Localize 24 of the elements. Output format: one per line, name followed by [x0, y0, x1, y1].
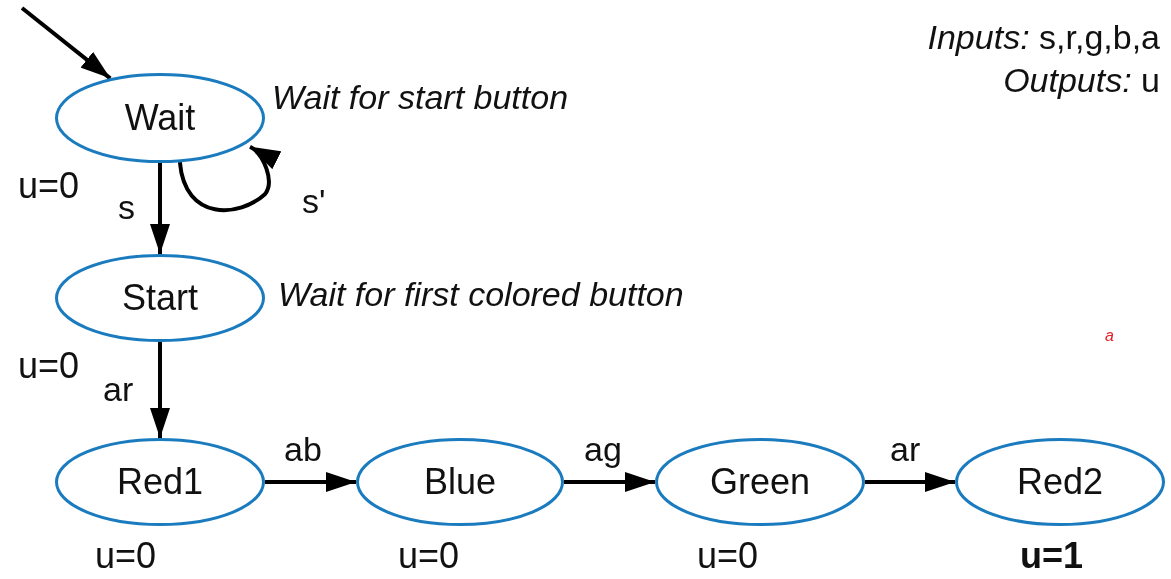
self-loop-arrow: [177, 145, 281, 213]
transition-arrow: [20, 6, 112, 80]
output-value: u=0: [18, 165, 80, 207]
state-name: Green: [709, 461, 811, 503]
state-name: Start: [122, 277, 198, 319]
state-name: Wait: [124, 97, 196, 139]
note-mark: a: [1105, 328, 1114, 344]
output-value: u=0: [398, 535, 460, 577]
io-label: Outputs: u: [1003, 63, 1160, 97]
io-label: Inputs: s,r,g,b,a: [927, 20, 1160, 54]
state-name: Red1: [116, 461, 204, 503]
output-value: u=0: [95, 535, 157, 577]
transition-arrow: [150, 342, 170, 438]
transition-arrow: [150, 163, 170, 254]
transition-arrow: [265, 472, 356, 492]
state-description: Wait for first colored button: [278, 275, 684, 314]
state-name: Red2: [1016, 461, 1104, 503]
state-name: Blue: [423, 461, 497, 503]
output-value: u=1: [1020, 535, 1084, 577]
transition-arrow: [865, 472, 955, 492]
output-value: u=0: [18, 345, 80, 387]
state-description: Wait for start button: [272, 78, 569, 117]
output-value: u=0: [697, 535, 759, 577]
transition-arrow: [564, 472, 655, 492]
